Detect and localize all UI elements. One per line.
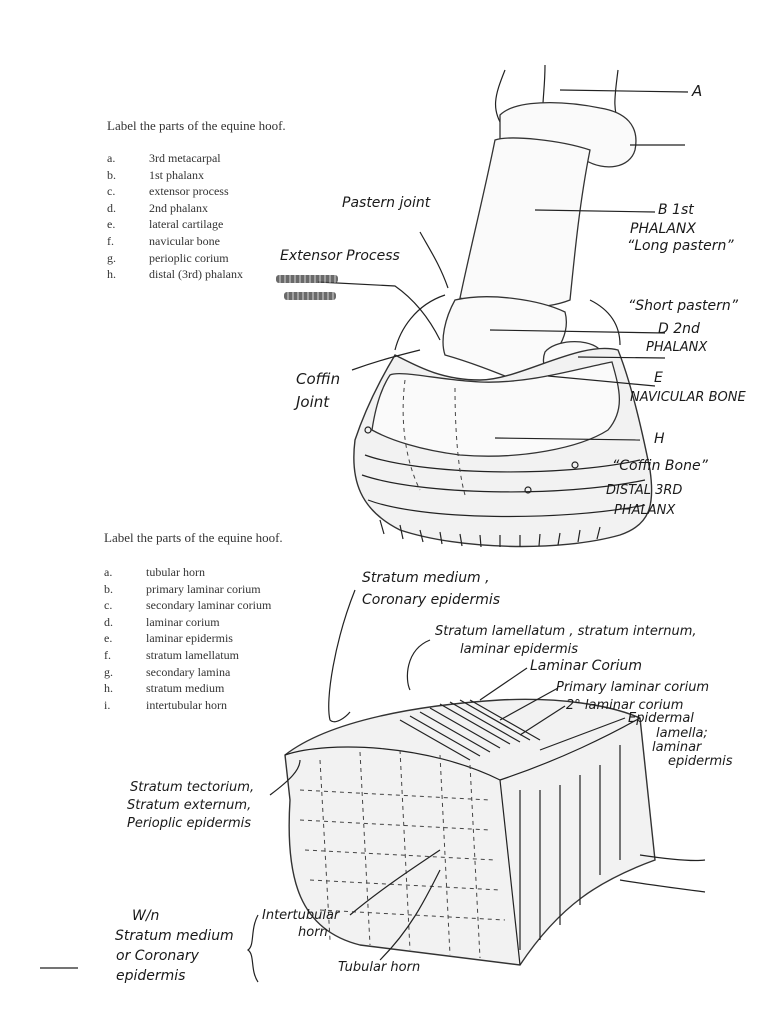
list-item-text: laminar epidermis bbox=[146, 631, 233, 646]
list-item-text: extensor process bbox=[149, 184, 229, 199]
list-item-text: stratum lamellatum bbox=[146, 647, 239, 662]
list-item: g. perioplic corium bbox=[107, 250, 243, 267]
label-long-pastern: “Long pastern” bbox=[627, 238, 734, 254]
label-stratum-tectorium: Stratum tectorium, bbox=[130, 780, 255, 795]
label-wn-epidermis: epidermis bbox=[116, 968, 186, 984]
hoof-wall-section-drawing bbox=[40, 589, 706, 983]
hoof-bone-drawing bbox=[317, 64, 689, 548]
list-item-letter: a. bbox=[104, 565, 113, 579]
list-item: c. secondary laminar corium bbox=[104, 597, 271, 614]
list-item-letter: a. bbox=[107, 151, 116, 165]
label-e: E bbox=[654, 370, 663, 386]
label-epidermal: Epidermal bbox=[628, 711, 694, 726]
crossed-out-text bbox=[276, 275, 338, 283]
section2-list: a.tubular horn b.primary laminar corium … bbox=[104, 564, 271, 713]
label-coronary-epidermis: Coronary epidermis bbox=[362, 592, 501, 608]
list-item-letter: e. bbox=[107, 217, 116, 232]
list-item-text: tubular horn bbox=[146, 565, 205, 579]
list-item: f. navicular bone bbox=[107, 233, 243, 250]
list-item-letter: e. bbox=[104, 631, 113, 646]
label-d-phalanx: PHALANX bbox=[646, 340, 708, 355]
list-item: b. primary laminar corium bbox=[104, 581, 271, 598]
list-item-letter: g. bbox=[107, 250, 116, 265]
section1-list: a. 3rd metacarpal b. 1st phalanx c. extenso… bbox=[107, 150, 243, 283]
list-item-letter: i. bbox=[104, 697, 111, 712]
list-item-text: distal (3rd) phalanx bbox=[149, 267, 243, 282]
list-item: e. lateral cartilage bbox=[107, 216, 243, 233]
list-item-text: 1st phalanx bbox=[149, 167, 204, 182]
label-stratum-lamellatum: Stratum lamellatum , stratum internum, bbox=[435, 624, 697, 639]
label-b-phalanx: PHALANX bbox=[630, 221, 696, 237]
label-coffin-joint: Joint bbox=[296, 393, 330, 411]
list-item: a. tubular horn bbox=[104, 564, 271, 581]
label-navicular-bone: NAVICULAR BONE bbox=[630, 390, 746, 405]
list-item-letter: f. bbox=[107, 233, 114, 248]
label-short-pastern: “Short pastern” bbox=[628, 298, 739, 314]
label-d: D 2nd bbox=[658, 321, 700, 337]
list-item-text: 3rd metacarpal bbox=[149, 151, 221, 165]
label-perioplic-epidermis: Perioplic epidermis bbox=[127, 816, 252, 831]
list-item-letter: b. bbox=[104, 581, 113, 596]
label-coffin-bone: “Coffin Bone” bbox=[612, 458, 708, 474]
label-stratum-externum: Stratum externum, bbox=[127, 798, 252, 813]
list-item: b. 1st phalanx bbox=[107, 167, 243, 184]
label-wn-coronary: or Coronary bbox=[116, 948, 199, 964]
list-item-text: secondary laminar corium bbox=[146, 598, 272, 613]
label-epidermis: epidermis bbox=[668, 754, 733, 769]
label-b: B 1st bbox=[658, 202, 694, 218]
label-h: H bbox=[654, 431, 665, 447]
label-primary-laminar-corium: Primary laminar corium bbox=[556, 680, 710, 695]
label-wn: W/n bbox=[132, 908, 160, 924]
label-tubular-horn: Tubular horn bbox=[338, 960, 421, 975]
label-distal-phalanx: PHALANX bbox=[614, 503, 676, 518]
list-item: a. 3rd metacarpal bbox=[107, 150, 243, 167]
section1-heading: Label the parts of the equine hoof. bbox=[107, 118, 286, 133]
list-item-text: perioplic corium bbox=[149, 250, 229, 265]
list-item-letter: f. bbox=[104, 647, 111, 662]
label-laminar: laminar bbox=[652, 740, 702, 755]
label-stratum-medium: Stratum medium , bbox=[362, 570, 490, 586]
list-item: i. intertubular horn bbox=[104, 697, 271, 714]
list-item-letter: b. bbox=[107, 167, 116, 182]
list-item-letter: c. bbox=[104, 598, 113, 613]
label-coffin: Coffin bbox=[296, 370, 341, 388]
list-item: c. extensor process bbox=[107, 183, 243, 200]
list-item-letter: h. bbox=[104, 681, 113, 696]
list-item-text: primary laminar corium bbox=[146, 581, 261, 596]
crossed-out-text bbox=[284, 292, 336, 300]
label-extensor-process: Extensor Process bbox=[280, 248, 400, 264]
list-item-letter: d. bbox=[107, 200, 116, 215]
label-intertubular-horn: horn bbox=[298, 925, 328, 940]
list-item-text: lateral cartilage bbox=[149, 217, 224, 232]
list-item-text: laminar corium bbox=[146, 614, 220, 629]
list-item-letter: d. bbox=[104, 614, 113, 629]
list-item-letter: h. bbox=[107, 267, 116, 282]
label-intertubular: Intertubular bbox=[262, 908, 340, 923]
list-item: f. stratum lamellatum bbox=[104, 647, 271, 664]
label-secondary-laminar-corium: 2° laminar corium bbox=[566, 698, 684, 713]
list-item-text: navicular bone bbox=[149, 233, 220, 248]
label-a: A bbox=[692, 82, 703, 100]
list-item-text: intertubular horn bbox=[146, 697, 227, 712]
list-item-letter: c. bbox=[107, 184, 116, 199]
list-item-text: stratum medium bbox=[146, 681, 225, 696]
label-pastern-joint: Pastern joint bbox=[342, 195, 431, 211]
label-laminar-epidermis: laminar epidermis bbox=[460, 642, 579, 657]
list-item: d. 2nd phalanx bbox=[107, 200, 243, 217]
list-item: e. laminar epidermis bbox=[104, 630, 271, 647]
list-item: d. laminar corium bbox=[104, 614, 271, 631]
list-item: g. secondary lamina bbox=[104, 664, 271, 681]
list-item: h. distal (3rd) phalanx bbox=[107, 266, 243, 283]
label-distal: DISTAL 3RD bbox=[606, 483, 683, 498]
label-lamella: lamella; bbox=[656, 726, 708, 741]
list-item-text: 2nd phalanx bbox=[149, 200, 208, 215]
label-laminar-corium: Laminar Corium bbox=[530, 658, 643, 674]
list-item-text: secondary lamina bbox=[146, 664, 231, 679]
section2-heading: Label the parts of the equine hoof. bbox=[104, 530, 283, 545]
list-item: h. stratum medium bbox=[104, 680, 271, 697]
list-item-letter: g. bbox=[104, 664, 113, 679]
label-wn-stratum-medium: Stratum medium bbox=[115, 928, 234, 944]
